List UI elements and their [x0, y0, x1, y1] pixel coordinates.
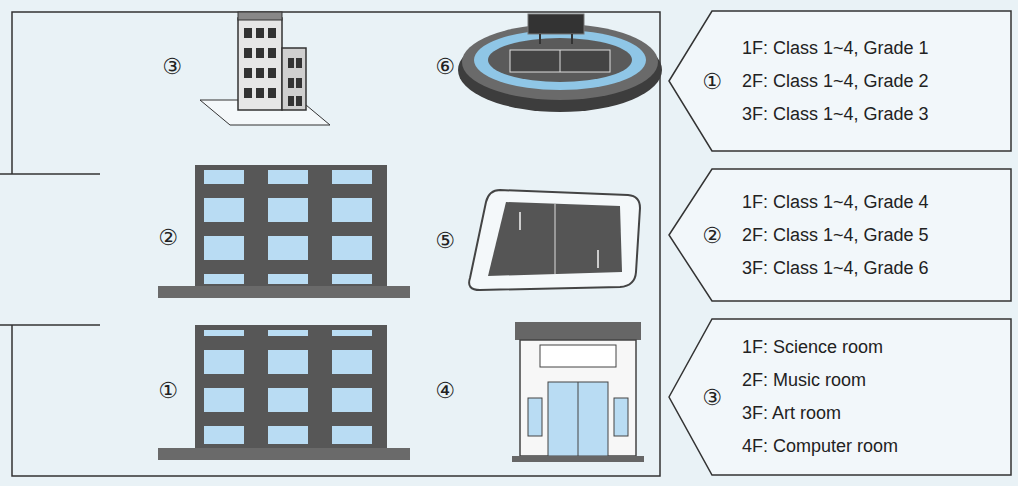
- callout-number: ①: [690, 69, 734, 94]
- floor-list: 1F: Class 1~4, Grade 42F: Class 1~4, Gra…: [742, 186, 929, 285]
- callout-number: ⑥: [435, 54, 455, 79]
- floor-tag: ① 1F: Class 1~4, Grade 12F: Class 1~4, Gr…: [668, 10, 1012, 152]
- floor-line: 4F: Computer room: [742, 430, 898, 463]
- callout-number: ③: [162, 54, 182, 79]
- stadium: [458, 14, 662, 112]
- building-4: [512, 322, 644, 462]
- callout-number: ⑤: [435, 228, 455, 253]
- floor-list: 1F: Science room2F: Music room3F: Art ro…: [742, 331, 898, 463]
- basketball-court: [469, 190, 640, 290]
- floor-tag: ③ 1F: Science room2F: Music room3F: Art r…: [668, 318, 1012, 476]
- building-1: [158, 325, 410, 460]
- callout-number: ③: [690, 385, 734, 410]
- floor-line: 3F: Class 1~4, Grade 6: [742, 252, 929, 285]
- floor-line: 1F: Class 1~4, Grade 1: [742, 32, 929, 65]
- floor-list: 1F: Class 1~4, Grade 12F: Class 1~4, Gra…: [742, 32, 929, 131]
- building-2: [158, 165, 410, 298]
- floor-line: 2F: Class 1~4, Grade 5: [742, 219, 929, 252]
- floor-line: 2F: Music room: [742, 364, 898, 397]
- callout-number: ④: [435, 378, 455, 403]
- floor-line: 2F: Class 1~4, Grade 2: [742, 65, 929, 98]
- floor-line: 1F: Science room: [742, 331, 898, 364]
- campus-wall: [0, 12, 660, 476]
- callout-number: ②: [690, 223, 734, 248]
- callout-number: ②: [158, 225, 178, 250]
- building-3: [200, 12, 330, 125]
- floor-line: 3F: Class 1~4, Grade 3: [742, 98, 929, 131]
- floor-line: 3F: Art room: [742, 397, 898, 430]
- callout-number: ①: [158, 378, 178, 403]
- floor-line: 1F: Class 1~4, Grade 4: [742, 186, 929, 219]
- floor-tag: ② 1F: Class 1~4, Grade 42F: Class 1~4, Gr…: [668, 168, 1012, 302]
